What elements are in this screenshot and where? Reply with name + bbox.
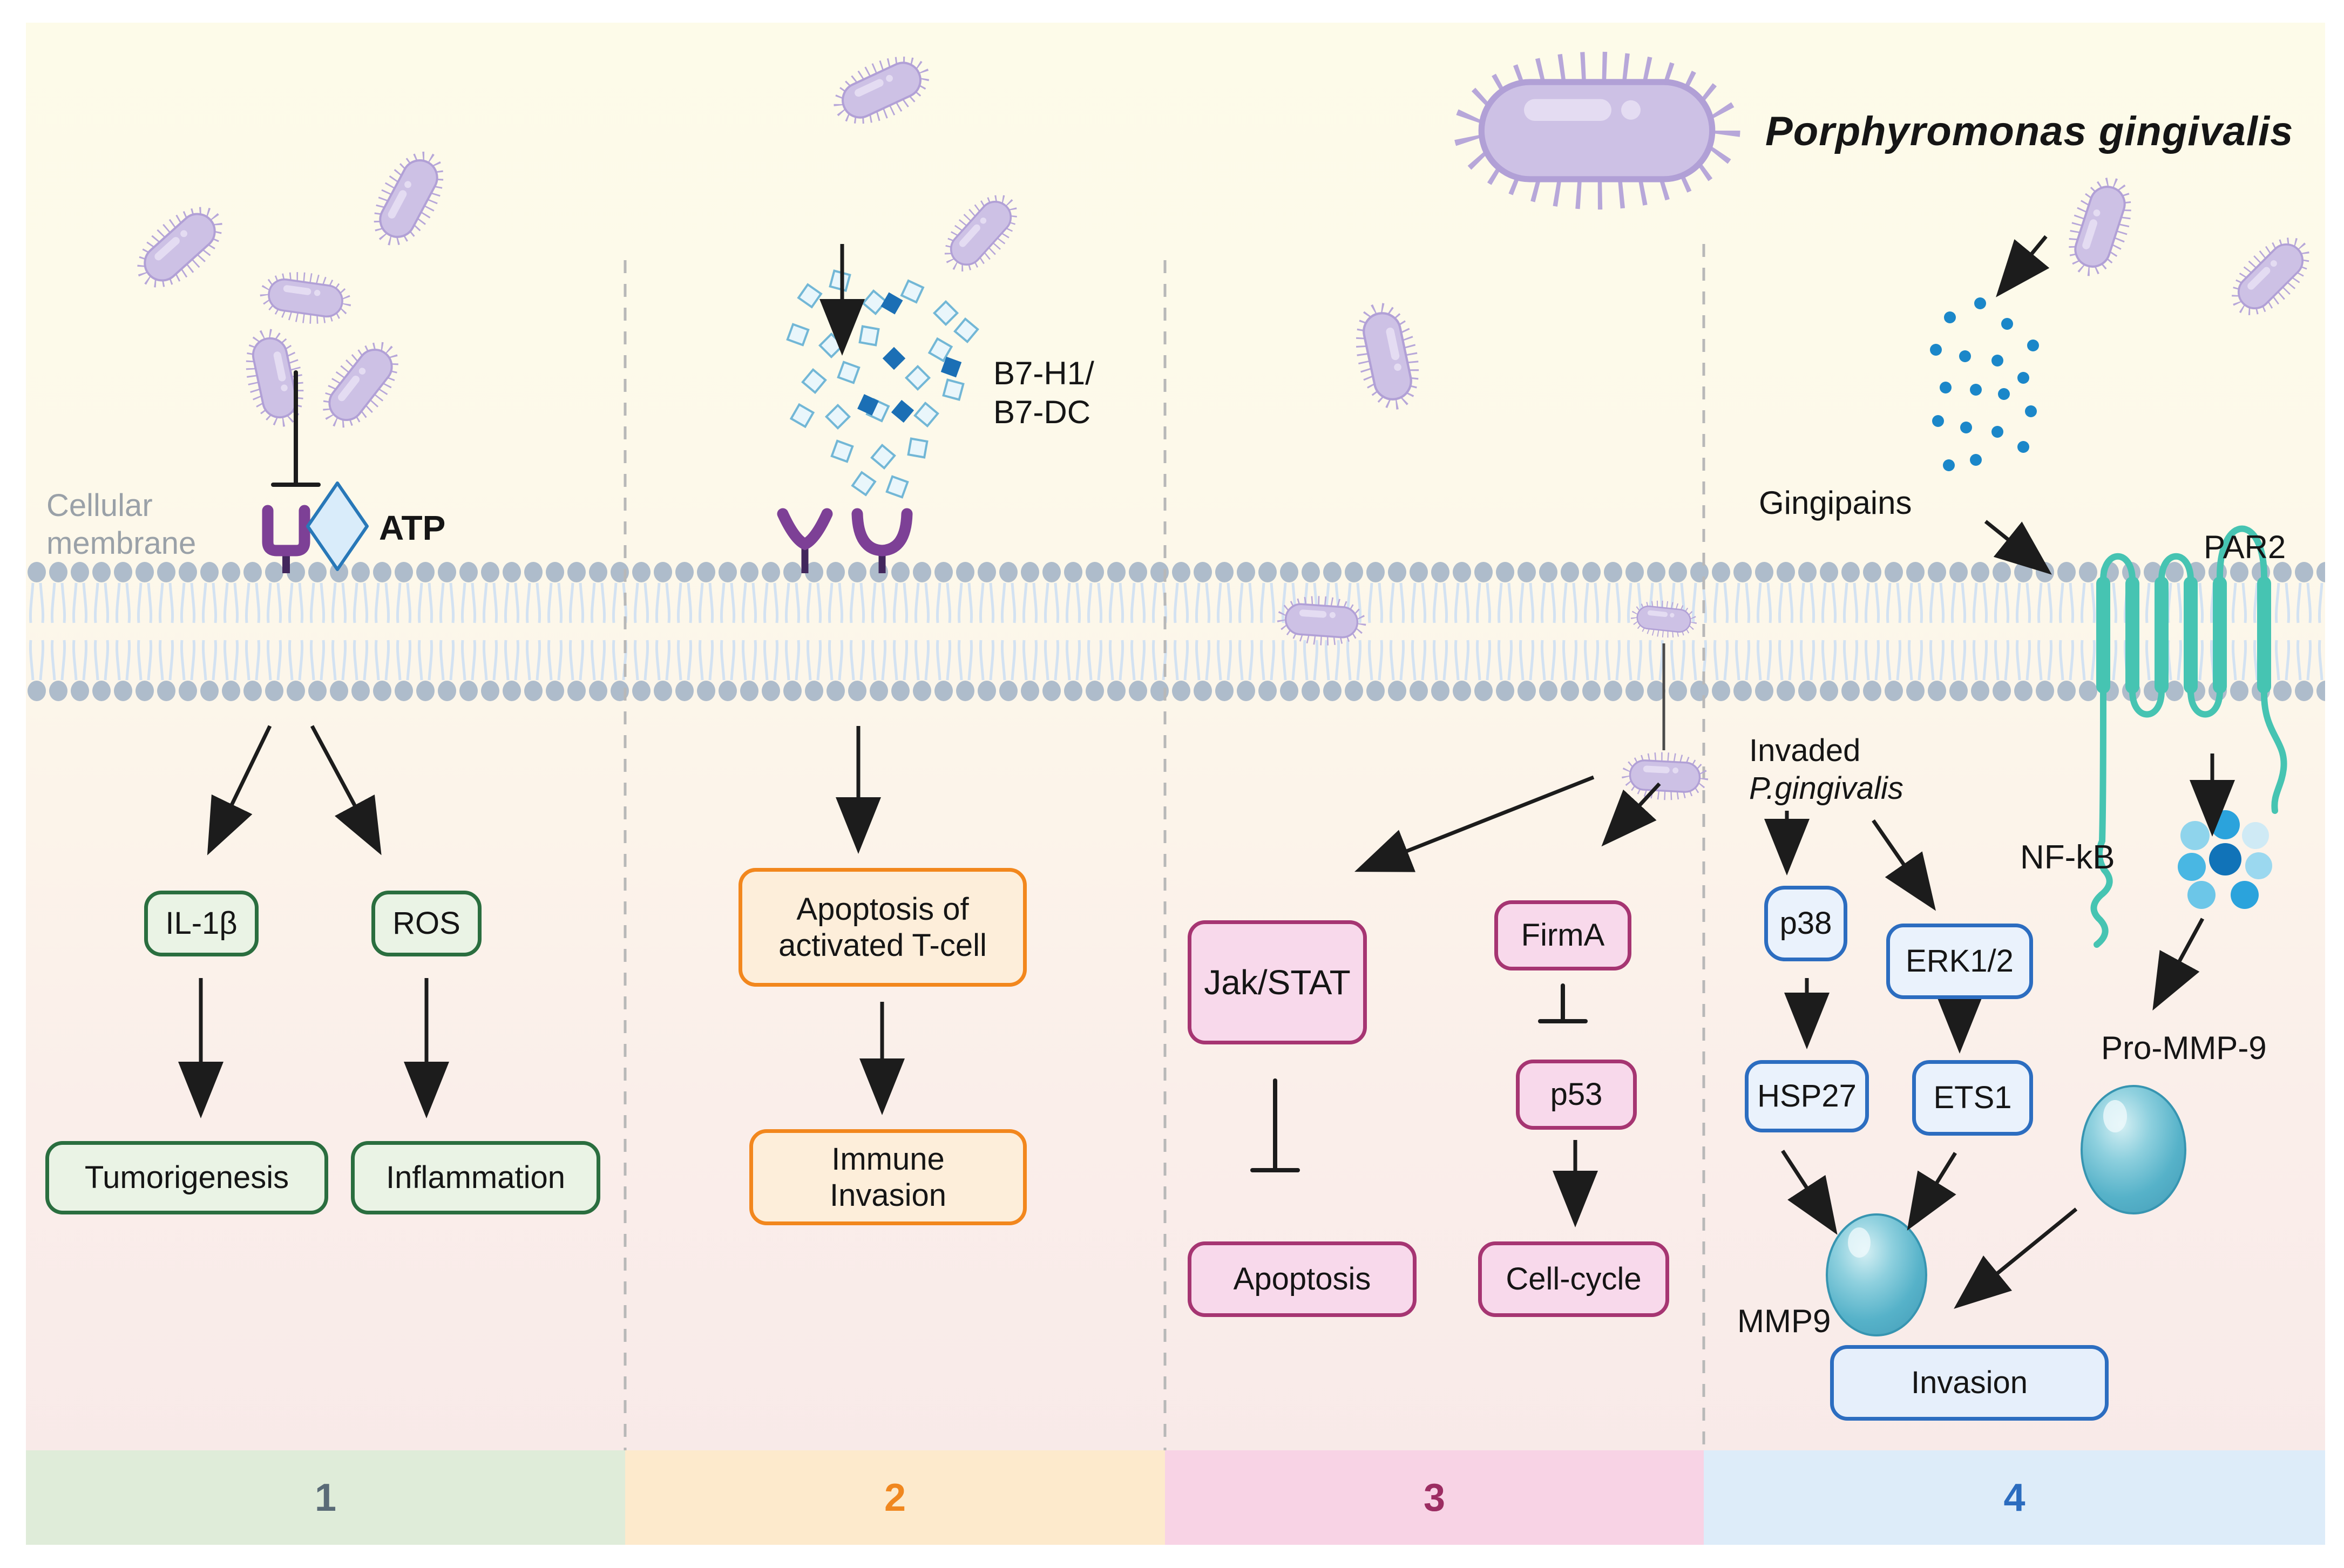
phase-band-3: 3 <box>1165 1450 1704 1545</box>
node-firma: FirmA <box>1494 900 1631 970</box>
apoptosis-tcell-line2: activated T-cell <box>778 928 987 963</box>
figure-title: Porphyromonas gingivalis <box>1765 108 2294 154</box>
invaded-pgingivalis-label: Invaded P.gingivalis <box>1749 732 1903 807</box>
phase-number-3: 3 <box>1423 1476 1446 1519</box>
node-apoptosis-tcell: Apoptosis of activated T-cell <box>739 868 1027 987</box>
b7-ligand-label: B7-H1/ B7-DC <box>993 354 1094 432</box>
node-cell-cycle: Cell-cycle <box>1478 1241 1669 1317</box>
phase-number-1: 1 <box>314 1476 337 1519</box>
membrane-label-line2: membrane <box>46 525 197 561</box>
gingipains-label: Gingipains <box>1759 485 1912 521</box>
node-ros: ROS <box>371 891 482 956</box>
invaded-line1: Invaded <box>1749 733 1861 768</box>
node-tumorigenesis: Tumorigenesis <box>45 1141 328 1214</box>
node-inflammation: Inflammation <box>351 1141 600 1214</box>
pro-mmp9-label: Pro-MMP-9 <box>2101 1030 2267 1066</box>
node-hsp27: HSP27 <box>1745 1060 1869 1132</box>
node-ets1: ETS1 <box>1912 1060 2033 1136</box>
figure-background <box>26 23 2325 1545</box>
node-erk12: ERK1/2 <box>1886 924 2033 999</box>
phase-band-2: 2 <box>625 1450 1165 1545</box>
node-il1b: IL-1β <box>144 891 259 956</box>
phase-number-2: 2 <box>884 1476 906 1519</box>
par2-label: PAR2 <box>2204 529 2286 565</box>
node-p53: p53 <box>1516 1060 1637 1130</box>
phase-band-4: 4 <box>1704 1450 2325 1545</box>
mmp9-label: MMP9 <box>1737 1303 1831 1339</box>
b7-ligand-line2: B7-DC <box>993 394 1091 430</box>
node-jak-stat: Jak/STAT <box>1188 920 1367 1044</box>
node-invasion: Invasion <box>1830 1345 2109 1421</box>
membrane-label-line1: Cellular <box>46 488 153 523</box>
membrane-label: Cellular membrane <box>46 487 225 562</box>
invaded-line2: P.gingivalis <box>1749 770 1903 806</box>
immune-invasion-line1: Immune <box>831 1141 945 1177</box>
b7-ligand-line1: B7-H1/ <box>993 355 1094 391</box>
node-apoptosis: Apoptosis <box>1188 1241 1417 1317</box>
apoptosis-tcell-line1: Apoptosis of <box>796 891 969 927</box>
node-p38: p38 <box>1764 886 1847 961</box>
immune-invasion-line2: Invasion <box>829 1178 947 1213</box>
nfkb-label: NF-kB <box>2020 839 2115 876</box>
phase-number-4: 4 <box>2003 1476 2025 1519</box>
atp-label: ATP <box>379 508 446 547</box>
node-immune-invasion: Immune Invasion <box>749 1129 1027 1225</box>
phase-band-1: 1 <box>26 1450 625 1545</box>
